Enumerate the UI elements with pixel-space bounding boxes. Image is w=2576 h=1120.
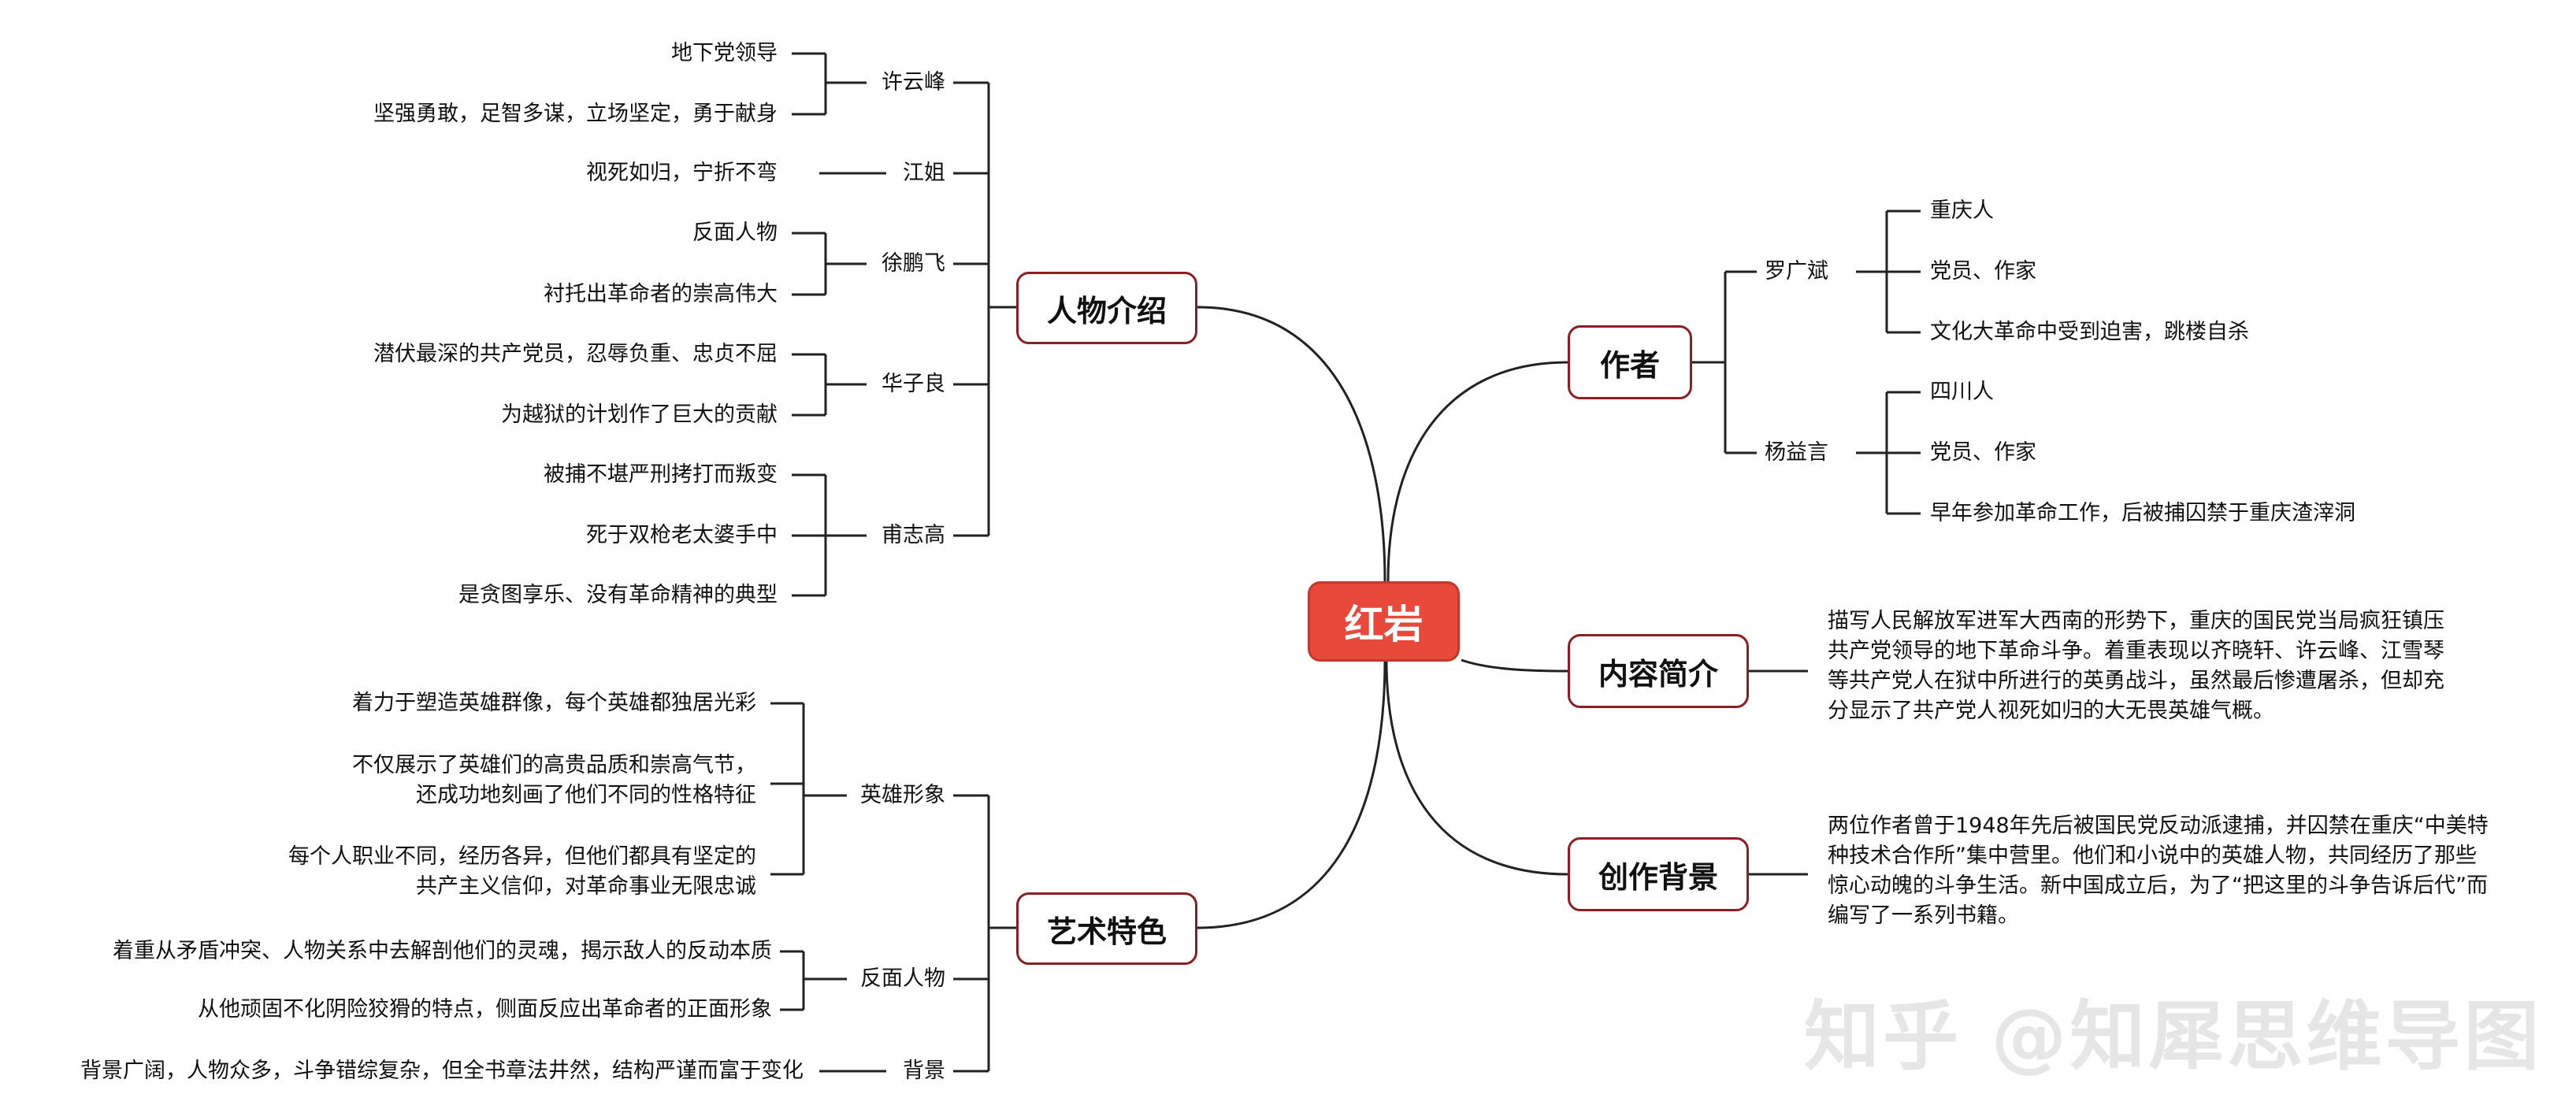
author-yang-yiyan[interactable]: 杨益言 [1765,440,1828,465]
luo-detail-3: 文化大革命中受到迫害，跳楼自杀 [1930,320,2249,344]
art-hero-detail-2b: 还成功地刻画了他们不同的性格特征 [416,783,756,807]
background-line-3: 惊心动魄的斗争生活。新中国成立后，为了“把这里的斗争告诉后代”而 [1828,873,2488,898]
art-hero-detail-3b: 共产主义信仰，对革命事业无限忠诚 [416,874,756,899]
char-xupf-detail-2: 衬托出革命者的崇高伟大 [544,282,778,306]
author-luo-guangbin[interactable]: 罗广斌 [1765,259,1828,284]
branch-characters[interactable]: 人物介绍 [1016,272,1197,344]
char-hua-detail-1: 潜伏最深的共产党员，忍辱负重、忠贞不屈 [373,342,778,366]
summary-line-2: 共产党领导的地下革命斗争。着重表现以齐晓轩、许云峰、江雪琴 [1828,639,2444,663]
link-root-art [1197,659,1386,929]
char-fu-detail-2: 死于双枪老太婆手中 [586,523,778,547]
background-line-2: 种技术合作所”集中营里。他们和小说中的英雄人物，共同经历了那些 [1828,844,2477,868]
branch-summary[interactable]: 内容简介 [1568,634,1749,708]
link-root-summary [1461,658,1568,673]
root-node[interactable]: 红岩 [1308,581,1460,662]
branch-author[interactable]: 作者 [1568,325,1692,399]
link-root-background [1385,659,1568,876]
art-bg-detail-1: 背景广阔，人物众多，斗争错综复杂，但全书章法井然，结构严谨而富于变化 [80,1059,804,1083]
art-villain[interactable]: 反面人物 [860,966,945,991]
link-xu-bracket [792,52,867,116]
char-jiang-detail-1: 视死如归，宁折不弯 [586,161,778,185]
char-xu-detail-1: 地下党领导 [671,41,778,65]
char-fu-zhigao[interactable]: 甫志高 [882,523,945,547]
link-xupf-bracket [792,232,867,296]
summary-line-4: 分显示了共产党人视死如归的大无畏英雄气概。 [1828,699,2274,723]
char-xupf-detail-1: 反面人物 [692,221,778,245]
summary-line-3: 等共产党人在狱中所进行的英勇战斗，虽然最后惨遭屠杀，但却充 [1828,669,2444,693]
branch-background[interactable]: 创作背景 [1568,837,1749,911]
zhihu-watermark: 知乎 @知犀思维导图 [1804,992,2543,1081]
link-fu-bracket [792,473,867,597]
link-root-characters [1197,306,1386,582]
char-hua-ziliang[interactable]: 华子良 [882,372,945,396]
branch-art[interactable]: 艺术特色 [1016,892,1197,965]
background-line-1: 两位作者曾于1948年先后被国民党反动派逮捕，并囚禁在重庆“中美特 [1828,814,2489,838]
link-art-spine [987,795,1016,1071]
char-jiang-jie[interactable]: 江姐 [903,161,945,185]
link-root-author [1386,361,1568,582]
art-hero-detail-2a: 不仅展示了英雄们的高贵品质和崇高气节， [352,753,756,777]
char-fu-detail-3: 是贪图享乐、没有革命精神的典型 [458,583,778,607]
background-line-4: 编写了一系列书籍。 [1828,903,2019,928]
link-characters-spine [987,83,1016,536]
luo-detail-1: 重庆人 [1930,198,1994,223]
link-yang-bracket [1856,391,1921,515]
art-hero-detail-3a: 每个人职业不同，经历各异，但他们都具有坚定的 [288,844,756,869]
summary-line-1: 描写人民解放军进军大西南的形势下，重庆的国民党当局疯狂镇压 [1828,609,2444,633]
char-hua-detail-2: 为越狱的计划作了巨大的贡献 [501,402,778,427]
link-luo-bracket [1856,210,1921,334]
link-hero-bracket [770,702,847,876]
art-villain-detail-1: 着重从矛盾冲突、人物关系中去解剖他们的灵魂，揭示敌人的反动本质 [113,939,772,963]
char-xu-detail-2: 坚强勇敢，足智多谋，立场坚定，勇于献身 [373,102,778,126]
yang-detail-3: 早年参加革命工作，后被捕囚禁于重庆渣滓洞 [1930,501,2355,525]
yang-detail-1: 四川人 [1930,380,1994,404]
link-hua-bracket [792,353,867,417]
art-hero-image[interactable]: 英雄形象 [860,783,945,807]
art-villain-detail-2: 从他顽固不化阴险狡猾的特点，侧面反应出革命者的正面形象 [198,997,772,1022]
art-background[interactable]: 背景 [903,1059,945,1083]
char-xu-pengfei[interactable]: 徐鹏飞 [882,251,945,276]
link-villain-bracket [780,950,847,1011]
yang-detail-2: 党员、作家 [1930,440,2036,465]
char-xu-yunfeng[interactable]: 许云峰 [882,70,945,95]
char-fu-detail-1: 被捕不堪严刑拷打而叛变 [544,462,778,487]
link-author-spine [1692,272,1727,453]
art-hero-detail-1: 着力于塑造英雄群像，每个英雄都独居光彩 [352,691,756,715]
luo-detail-2: 党员、作家 [1930,259,2036,284]
